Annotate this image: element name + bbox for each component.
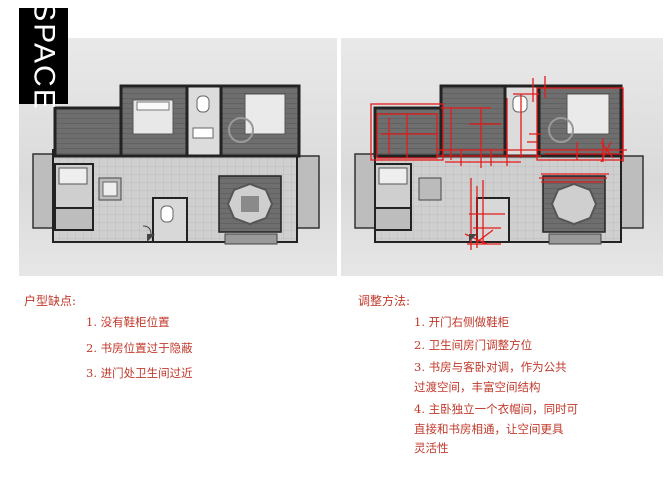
original-floor-plan [19,38,337,276]
list-item: 2. 书房位置过于隐蔽 [86,340,193,355]
list-item: 3. 进门处卫生间过近 [86,366,193,380]
adjusted-floor-plan [341,38,663,276]
list-item: 1. 开门右侧做鞋柜 [414,315,510,329]
flaws-heading: 户型缺点: [24,294,77,308]
list-item: 3. 书房与客卧对调，作为公共 过渡空间，丰富空间结构 [414,360,567,394]
adjustments-list: 1. 开门右侧做鞋柜 2. 卫生间房门调整方位 3. 书房与客卧对调，作为公共 … [414,313,578,462]
adjusted-floor-plan-drawing [354,76,644,250]
adjustments-heading: 调整方法: [358,294,411,308]
space-logo-text: SPACE [27,1,61,111]
flaws-list: 1. 没有鞋柜位置 2. 书房位置过于隐蔽 3. 进门处卫生间过近 [86,313,193,390]
list-item: 2. 卫生间房门调整方位 [414,337,533,352]
red-markup-lines [370,76,627,250]
list-item: 4. 主卧独立一个衣帽间，同时可 直接和书房相通，让空间更具 灵活性 [414,402,579,455]
original-floor-plan-drawing [32,84,320,245]
list-item: 1. 没有鞋柜位置 [86,315,170,329]
space-logo: SPACE [19,1,68,111]
